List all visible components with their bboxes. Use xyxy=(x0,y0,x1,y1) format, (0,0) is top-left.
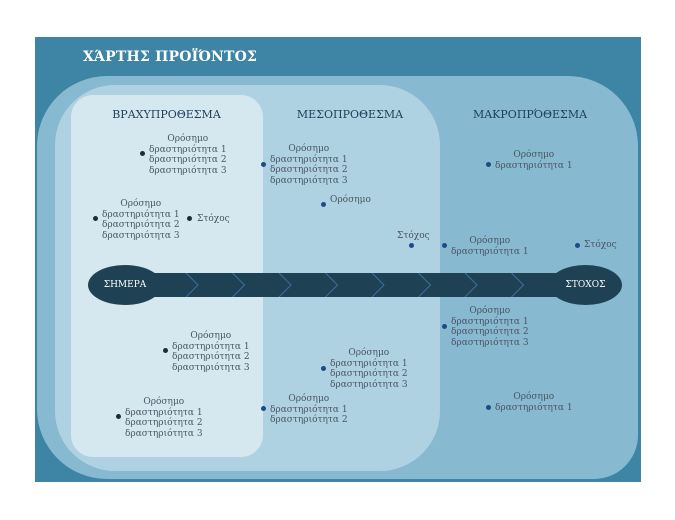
goal-g2[interactable]: Στόχος xyxy=(397,231,430,241)
milestone-title: Ορόσημο xyxy=(288,144,330,154)
timeline-bar xyxy=(146,273,566,297)
milestone-m3[interactable]: Ορόσημο δραστηριότητα 1 δραστηριότητα 2 … xyxy=(330,348,408,390)
milestone-title: Ορόσημο xyxy=(513,392,555,402)
milestone-m4[interactable]: Ορόσημο δραστηριότητα 1 δραστηριότητα 2 xyxy=(270,394,348,426)
phase-heading-mid: ΜΕΣΟΠΡΟΘΕΣΜΑ xyxy=(296,108,404,121)
milestone-activity: δραστηριότητα 2 xyxy=(270,165,348,176)
timeline-chevrons xyxy=(185,273,525,297)
goal-marker xyxy=(187,216,192,221)
milestone-title: Ορόσημο xyxy=(348,348,390,358)
timeline-chevron xyxy=(511,273,525,297)
milestone-activity: δραστηριότητα 1 xyxy=(495,402,573,413)
milestone-activity: δραστηριότητα 3 xyxy=(451,337,529,348)
milestone-l2[interactable]: Ορόσημο δραστηριότητα 1 xyxy=(451,236,529,257)
milestone-l3[interactable]: Ορόσημο δραστηριότητα 1 δραστηριότητα 2 … xyxy=(451,306,529,348)
milestone-marker xyxy=(116,414,121,419)
goal-g1[interactable]: Στόχος xyxy=(197,214,230,224)
milestone-title: Ορόσημο xyxy=(190,331,232,341)
milestone-marker xyxy=(486,162,491,167)
milestone-activity: δραστηριότητα 1 xyxy=(451,316,529,327)
timeline-start-oval: ΣΗΜΕΡΑ xyxy=(88,265,162,305)
timeline-chevron xyxy=(325,273,339,297)
milestone-activity: δραστηριότητα 3 xyxy=(270,175,348,186)
milestone-activity: δραστηριότητα 2 xyxy=(102,220,180,231)
roadmap-title: ΧΆΡΤΗΣ ΠΡΟΪΌΝΤΟΣ xyxy=(83,49,258,65)
milestone-marker xyxy=(163,348,168,353)
milestone-marker xyxy=(261,162,266,167)
timeline-chevron xyxy=(232,273,246,297)
milestone-activity: δραστηριότητα 1 xyxy=(451,246,529,257)
timeline-start-label: ΣΗΜΕΡΑ xyxy=(103,280,147,290)
milestone-s1[interactable]: Ορόσημο δραστηριότητα 1 δραστηριότητα 2 … xyxy=(149,134,227,176)
milestone-marker xyxy=(486,405,491,410)
timeline-chevron xyxy=(418,273,432,297)
milestone-title: Ορόσημο xyxy=(513,150,555,160)
milestone-m1[interactable]: Ορόσημο δραστηριότητα 1 δραστηριότητα 2 … xyxy=(270,144,348,186)
timeline-chevron xyxy=(185,273,199,297)
milestone-activity: δραστηριότητα 1 xyxy=(330,358,408,369)
milestone-activity: δραστηριότητα 2 xyxy=(172,352,250,363)
milestone-marker xyxy=(442,324,447,329)
milestone-s2[interactable]: Ορόσημο δραστηριότητα 1 δραστηριότητα 2 … xyxy=(102,199,180,241)
milestone-title: Ορόσημο xyxy=(167,134,209,144)
milestone-title: Ορόσημο xyxy=(120,199,162,209)
milestone-activity: δραστηριότητα 1 xyxy=(270,404,348,415)
milestone-activity: δραστηριότητα 1 xyxy=(125,407,203,418)
milestone-title: Ορόσημο xyxy=(143,397,185,407)
milestone-activity: δραστηριότητα 1 xyxy=(172,341,250,352)
milestone-activity: δραστηριότητα 3 xyxy=(102,230,180,241)
milestone-activity: δραστηριότητα 2 xyxy=(149,155,227,166)
milestone-marker xyxy=(321,202,326,207)
goal-marker xyxy=(575,243,580,248)
milestone-title: Ορόσημο xyxy=(330,195,371,205)
milestone-activity: δραστηριότητα 2 xyxy=(330,369,408,380)
milestone-title: Ορόσημο xyxy=(469,306,511,316)
milestone-l4[interactable]: Ορόσημο δραστηριότητα 1 xyxy=(495,392,573,413)
milestone-s4[interactable]: Ορόσημο δραστηριότητα 1 δραστηριότητα 2 … xyxy=(125,397,203,439)
timeline-end-oval: ΣΤΟΧΟΣ xyxy=(549,265,622,305)
milestone-marker xyxy=(93,216,98,221)
timeline-end-label: ΣΤΟΧΟΣ xyxy=(565,280,606,290)
milestone-activity: δραστηριότητα 3 xyxy=(125,428,203,439)
milestone-activity: δραστηριότητα 2 xyxy=(125,418,203,429)
milestone-activity: δραστηριότητα 2 xyxy=(451,327,529,338)
milestone-s3[interactable]: Ορόσημο δραστηριότητα 1 δραστηριότητα 2 … xyxy=(172,331,250,373)
milestone-marker xyxy=(140,151,145,156)
timeline-chevron xyxy=(278,273,292,297)
goal-g3[interactable]: Στόχος xyxy=(584,240,617,250)
timeline-chevron xyxy=(371,273,385,297)
milestone-marker xyxy=(442,243,447,248)
goal-marker xyxy=(409,243,414,248)
milestone-activity: δραστηριότητα 2 xyxy=(270,415,348,426)
milestone-marker xyxy=(261,406,266,411)
milestone-activity: δραστηριότητα 1 xyxy=(495,160,573,171)
milestone-activity: δραστηριότητα 1 xyxy=(270,154,348,165)
phase-heading-short: ΒΡΑΧΥΠΡΟΘΕΣΜΑ xyxy=(112,108,221,121)
milestone-m2[interactable]: Ορόσημο xyxy=(330,195,371,206)
milestone-l1[interactable]: Ορόσημο δραστηριότητα 1 xyxy=(495,150,573,171)
milestone-title: Ορόσημο xyxy=(288,394,330,404)
milestone-activity: δραστηριότητα 1 xyxy=(102,209,180,220)
milestone-activity: δραστηριότητα 3 xyxy=(172,362,250,373)
phase-heading-long: ΜΑΚΡΟΠΡΌΘΕΣΜΑ xyxy=(472,108,588,121)
milestone-title: Ορόσημο xyxy=(469,236,511,246)
milestone-activity: δραστηριότητα 3 xyxy=(330,379,408,390)
milestone-marker xyxy=(321,366,326,371)
milestone-activity: δραστηριότητα 3 xyxy=(149,165,227,176)
milestone-activity: δραστηριότητα 1 xyxy=(149,144,227,155)
timeline-chevron xyxy=(464,273,478,297)
